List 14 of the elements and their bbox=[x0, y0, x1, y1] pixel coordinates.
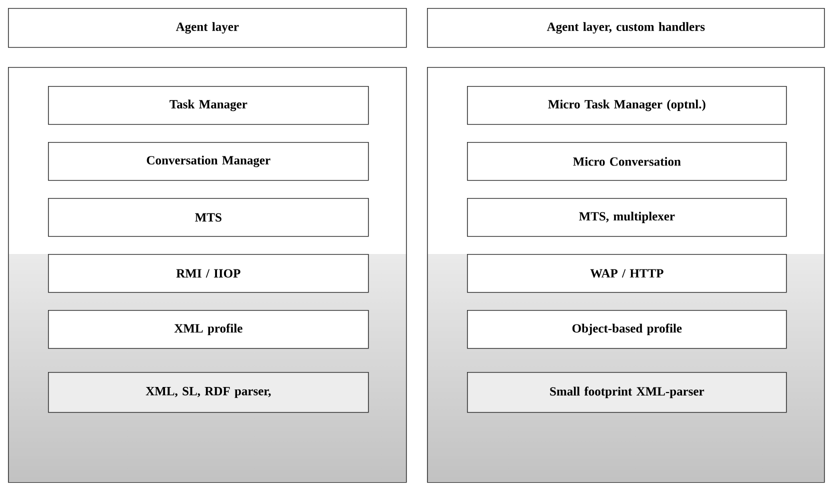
layer-box: Agent layer bbox=[8, 8, 407, 48]
layer-box: Micro Conversation bbox=[467, 142, 787, 181]
layer-box: MTS bbox=[48, 198, 369, 237]
layer-box: Small footprint XML-parser bbox=[467, 372, 787, 413]
layer-box: XML, SL, RDF parser, bbox=[48, 372, 369, 413]
layer-box: Conversation Manager bbox=[48, 142, 369, 181]
layer-box: MTS, multiplexer bbox=[467, 198, 787, 237]
layer-box: Agent layer, custom handlers bbox=[427, 8, 825, 48]
layer-box: Task Manager bbox=[48, 86, 369, 125]
layer-box: WAP / HTTP bbox=[467, 254, 787, 293]
layer-box: RMI / IIOP bbox=[48, 254, 369, 293]
layer-box: XML profile bbox=[48, 310, 369, 349]
layer-box: Object-based profile bbox=[467, 310, 787, 349]
layer-box: Micro Task Manager (optnl.) bbox=[467, 86, 787, 125]
